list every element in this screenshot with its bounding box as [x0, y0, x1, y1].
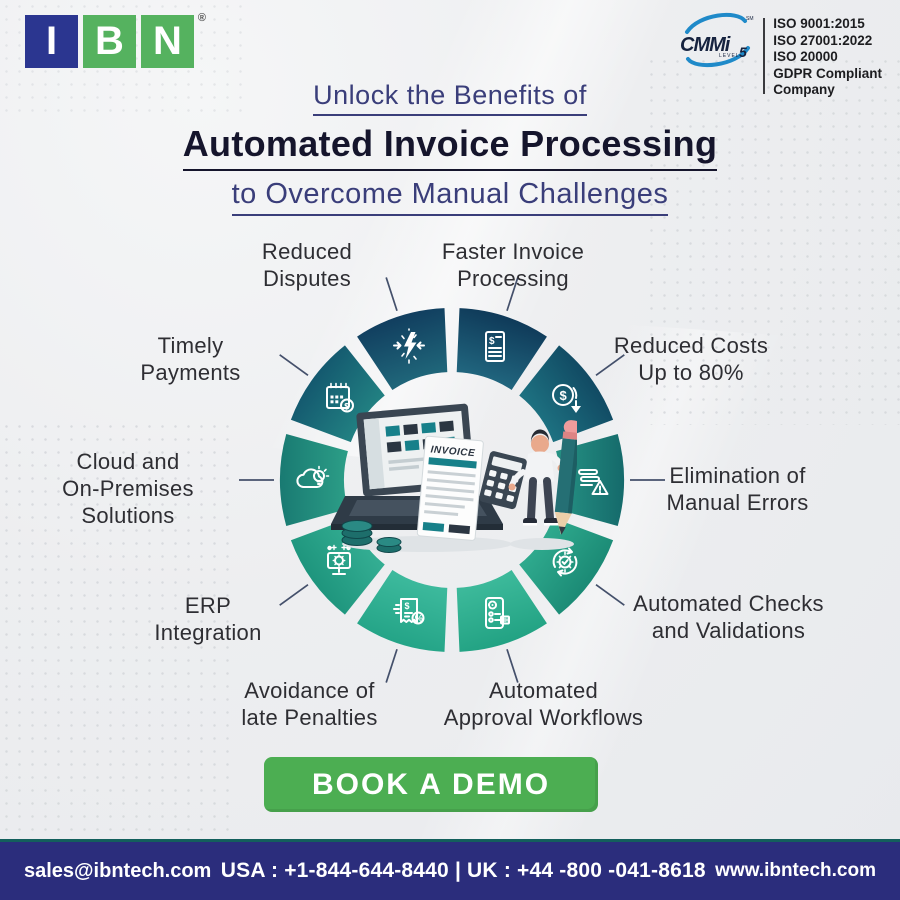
penalty-receipt-icon: $ % — [387, 591, 431, 635]
footer-website: www.ibntech.com — [715, 860, 876, 881]
badge-divider — [763, 18, 766, 94]
logo-letter: N — [153, 19, 182, 63]
svg-text:INVOICE: INVOICE — [430, 444, 475, 459]
ring-segment-avoidance-late-penalties — [357, 570, 448, 652]
ring-connector-avoidance-late-penalties — [385, 649, 398, 683]
error-warning-icon — [570, 458, 614, 502]
cert-line: ISO 27001:2022 — [773, 32, 873, 48]
cert-line: ISO 9001:2015 — [773, 16, 865, 31]
ring-segment-cloud-on-premises — [280, 434, 348, 526]
page-title: Unlock the Benefits of Automated Invoice… — [0, 80, 900, 216]
registered-mark: ® — [197, 12, 206, 24]
approval-workflow-icon — [473, 591, 517, 635]
calendar-payment-icon: $ — [317, 376, 361, 420]
cert-line: GDPR Compliant — [773, 65, 882, 81]
ring-label-faster-invoice-processing: Faster Invoice Processing — [441, 239, 585, 291]
svg-text:$: $ — [489, 336, 495, 347]
svg-text:CMMi: CMMi — [680, 34, 731, 56]
cert-line: ISO 20000 — [773, 49, 838, 64]
ring-segment-automated-approval-workflows — [456, 570, 547, 652]
certification-badge: CMMi 5 LEVEL SM ISO 9001:2015 ISO 27001:… — [677, 8, 882, 99]
erp-monitor-icon — [317, 540, 361, 584]
center-illustration: INVOICE — [331, 403, 577, 553]
ring-segment-faster-invoice-processing — [456, 308, 547, 390]
logo-letter: I — [45, 19, 58, 63]
cert-line: Company — [773, 82, 835, 97]
title-line-1: Unlock the Benefits of — [313, 80, 587, 116]
svg-text:SM: SM — [746, 16, 754, 22]
title-line-3: to Overcome Manual Challenges — [231, 178, 669, 216]
logo-square-b: B — [83, 15, 136, 68]
svg-text:$: $ — [560, 388, 568, 403]
ring-connector-automated-checks-validations — [595, 583, 625, 606]
ring-connector-reduced-disputes — [385, 277, 398, 311]
ring-connector-reduced-costs — [595, 354, 625, 377]
certification-list: ISO 9001:2015 ISO 27001:2022 ISO 20000 G… — [773, 16, 882, 99]
ring-connector-timely-payments — [279, 354, 309, 377]
title-line-2: Automated Invoice Processing — [182, 123, 718, 171]
ring-segment-reduced-disputes — [357, 308, 448, 390]
footer-phone-numbers: USA : +1-844-644-8440 | UK : +44 -800 -0… — [220, 859, 706, 882]
person-illustration — [508, 420, 577, 550]
cmmi-level5-icon: CMMi 5 LEVEL SM — [680, 12, 754, 68]
ring-segment-reduced-costs — [519, 345, 614, 443]
pencil-illustration — [554, 420, 577, 535]
ring-label-avoidance-late-penalties: Avoidance of late Penalties — [241, 678, 378, 730]
ring-connector-erp-integration — [279, 583, 309, 606]
svg-text:LEVEL: LEVEL — [719, 53, 740, 59]
cost-reduction-icon: $ — [543, 376, 587, 420]
svg-text:%: % — [414, 614, 422, 624]
ring-connector-faster-invoice-processing — [506, 277, 519, 311]
footer-email: sales@ibntech.com — [24, 859, 212, 882]
svg-text:$: $ — [344, 401, 349, 411]
ring-label-automated-approval-workflows: Automated Approval Workflows — [443, 678, 644, 730]
ring-label-reduced-costs: Reduced Costs Up to 80% — [613, 333, 769, 385]
cloud-bulb-icon — [290, 458, 334, 502]
calculator-illustration — [479, 451, 527, 510]
logo-letter: B — [95, 19, 124, 63]
ibn-logo: I B N ® — [25, 12, 206, 68]
dispute-lightning-icon — [387, 325, 431, 369]
logo-square-n: N ® — [141, 12, 206, 68]
footer-bar: sales@ibntech.com USA : +1-844-644-8440 … — [0, 839, 900, 900]
ring-label-erp-integration: ERP Integration — [154, 593, 262, 645]
ring-label-cloud-on-premises: Cloud and On-Premises Solutions — [62, 449, 194, 528]
ring-label-reduced-disputes: Reduced Disputes — [261, 239, 353, 291]
logo-square-i: I — [25, 15, 78, 68]
svg-text:5: 5 — [739, 44, 747, 60]
ring-label-automated-checks-validations: Automated Checks and Validations — [633, 591, 824, 643]
ring-connector-automated-approval-workflows — [506, 649, 519, 683]
svg-text:$: $ — [404, 601, 409, 611]
coins-illustration — [341, 520, 402, 553]
ring-label-elimination-manual-errors: Elimination of Manual Errors — [666, 463, 809, 515]
ring-label-timely-payments: Timely Payments — [140, 333, 241, 385]
book-a-demo-button[interactable]: BOOK A DEMO — [264, 757, 598, 812]
invoice-paper-illustration: INVOICE — [416, 435, 484, 541]
invoice-document-icon: $ — [473, 325, 517, 369]
automated-check-icon — [543, 540, 587, 584]
